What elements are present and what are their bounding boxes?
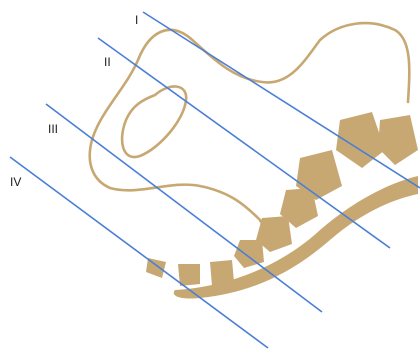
plane-label-I: I [135, 13, 138, 27]
plane-label-III: III [48, 122, 58, 136]
plane-label-IV: IV [10, 175, 21, 189]
plane-label-II: II [104, 55, 111, 69]
sacrum [146, 112, 418, 299]
coccyx-tip [146, 258, 166, 278]
vertebra-1 [378, 115, 418, 165]
plane-line-IV [10, 157, 268, 348]
vertebra-6 [234, 240, 264, 268]
coccyx-2 [178, 264, 200, 286]
obturator-foramen [122, 86, 186, 157]
pelvic-outline [90, 30, 264, 260]
